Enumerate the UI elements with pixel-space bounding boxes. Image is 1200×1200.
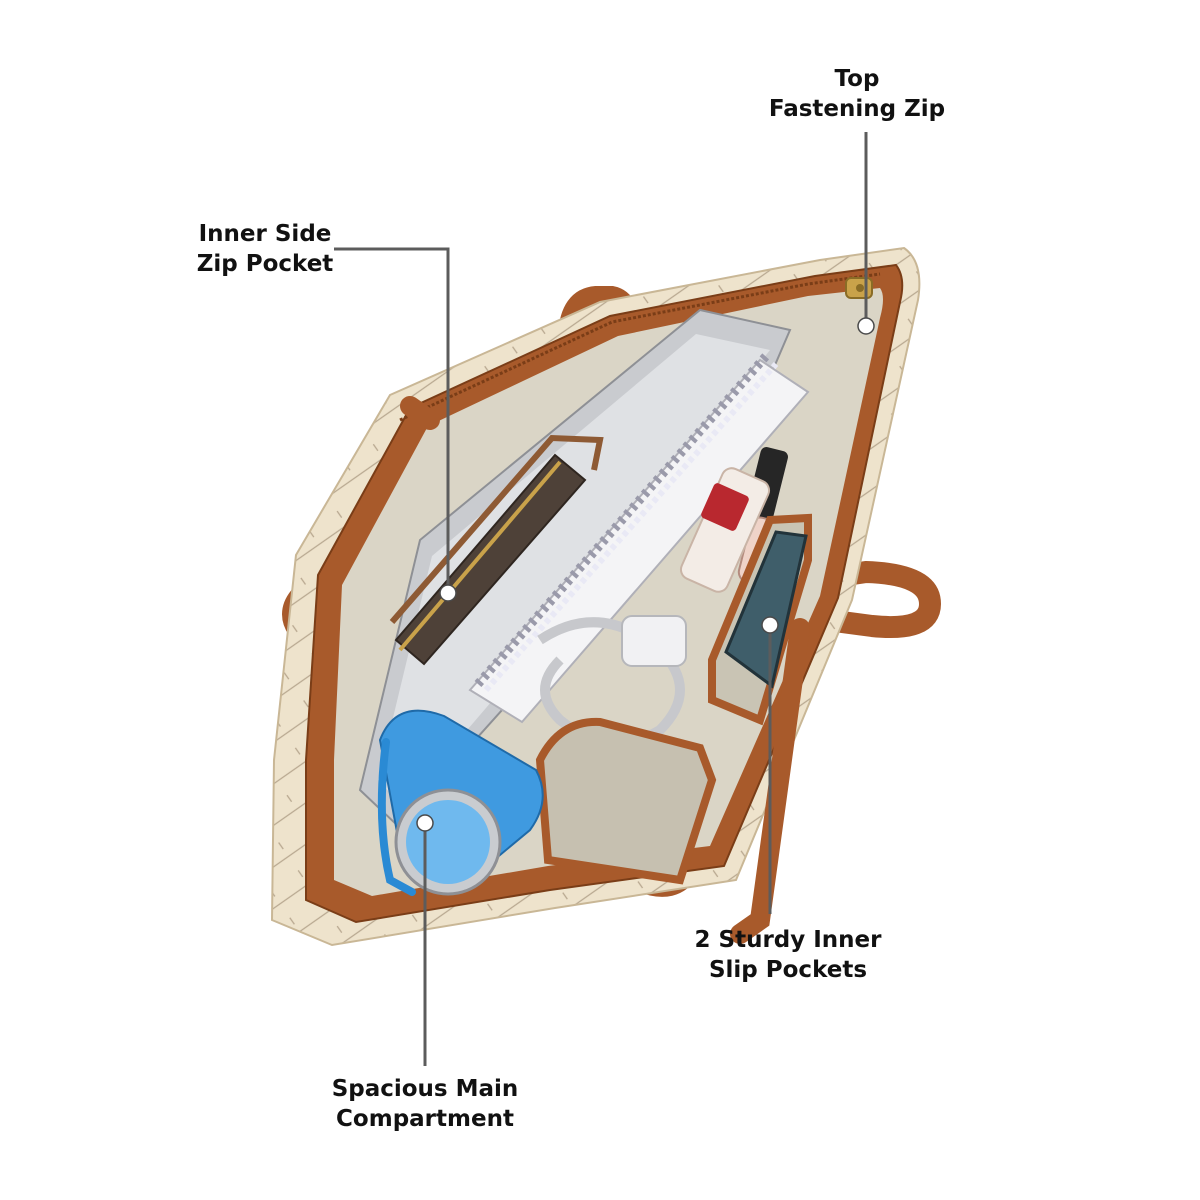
leader-lines	[334, 132, 868, 1066]
label-top-fastening-zip-line2: Fastening Zip	[768, 96, 946, 122]
front-handles	[400, 396, 810, 944]
label-inner-slip-pockets-line2: Slip Pockets	[708, 957, 868, 983]
label-inner-side-zip-pocket-line2: Zip Pocket	[196, 251, 334, 277]
label-inner-slip-pockets-line1: 2 Sturdy Inner	[694, 927, 882, 953]
leader-line-side-pocket	[334, 247, 450, 593]
label-main-compartment: Spacious Main Compartment	[290, 1074, 560, 1134]
zip-pouch	[389, 434, 604, 666]
label-inner-slip-pockets: 2 Sturdy Inner Slip Pockets	[672, 925, 904, 985]
label-top-fastening-zip: Top Fastening Zip	[752, 64, 962, 124]
label-main-compartment-line2: Compartment	[336, 1106, 514, 1132]
marker-main-compartment	[416, 814, 434, 832]
charger-cable	[537, 615, 687, 748]
marker-slip-pockets	[761, 616, 779, 634]
label-top-fastening-zip-line1: Top	[834, 66, 880, 92]
label-main-compartment-line1: Spacious Main	[331, 1076, 519, 1102]
marker-top-zip	[857, 317, 875, 335]
marker-side-pocket	[439, 584, 457, 602]
zip-pull	[845, 277, 873, 299]
slip-pocket	[535, 513, 812, 885]
top-zip-track	[399, 272, 881, 422]
label-inner-side-zip-pocket-line1: Inner Side	[198, 221, 332, 247]
callout-markers	[416, 317, 875, 832]
label-inner-side-zip-pocket: Inner Side Zip Pocket	[160, 219, 370, 279]
